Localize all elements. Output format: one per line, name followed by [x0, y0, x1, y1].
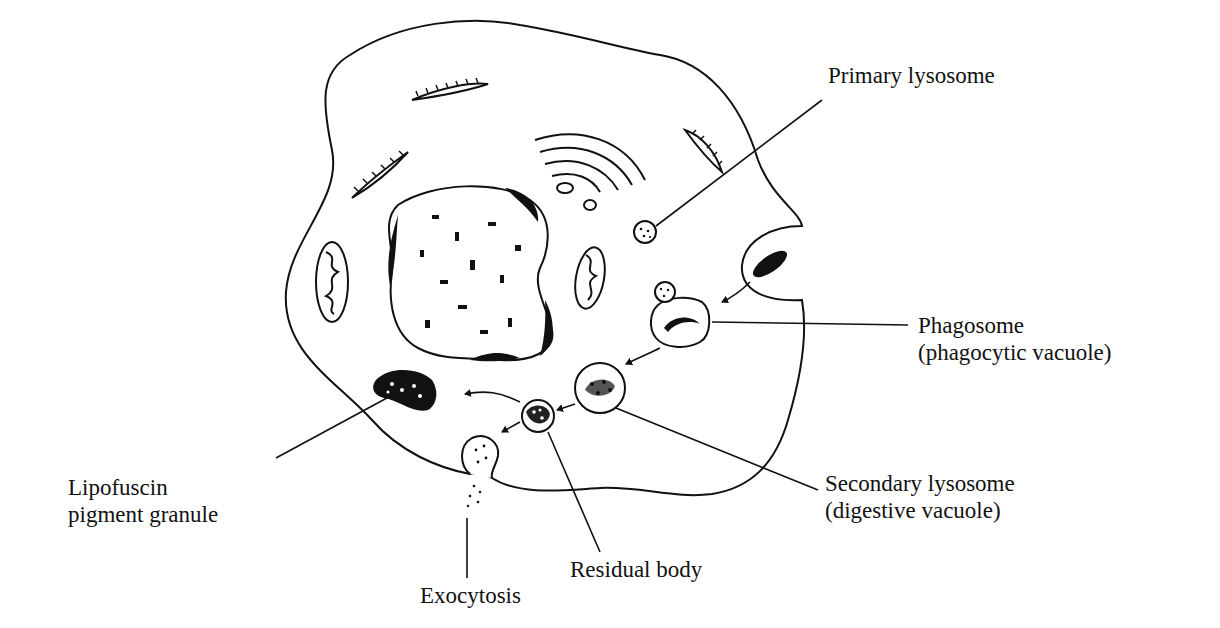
residual-body [522, 400, 554, 432]
rough-er [352, 84, 722, 198]
part-label: Exocytosis [420, 582, 521, 609]
part-label: Primary lysosome [828, 62, 995, 89]
exocytosis-vesicle [462, 436, 498, 507]
phagosome [651, 282, 709, 347]
leader-line [276, 100, 908, 578]
bacterium [749, 246, 791, 282]
primary-lysosome [634, 221, 656, 243]
part-label: Secondary lysosome (digestive vacuole) [825, 470, 1018, 524]
part-label: Residual body [570, 556, 702, 583]
part-label: Lipofuscin pigment granule [68, 474, 238, 528]
part-label: Phagosome (phagocytic vacuole) [918, 312, 1115, 366]
secondary-lysosome [575, 363, 625, 413]
lipofuscin-granule [373, 370, 436, 411]
pathway-arrow [465, 282, 750, 432]
golgi-apparatus [535, 134, 645, 210]
cell-membrane [286, 21, 804, 495]
nucleus [389, 186, 552, 360]
mitochondria [316, 242, 609, 322]
chromatin [388, 188, 552, 361]
ribosomes [354, 78, 722, 191]
